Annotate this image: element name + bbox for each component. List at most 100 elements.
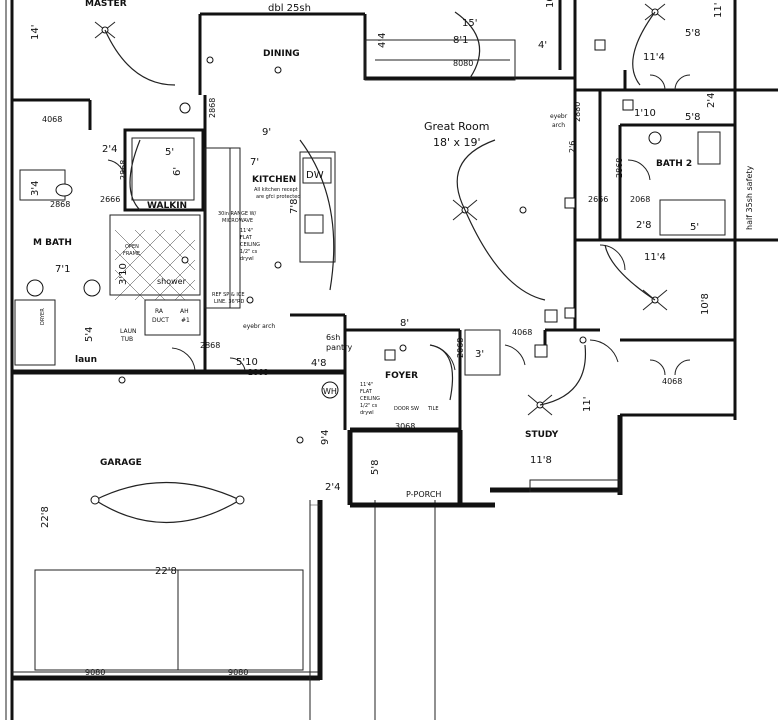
room-p-porch: P-PORCH xyxy=(406,490,441,499)
dim-2-4b: 2'4 xyxy=(102,144,117,155)
note-ref-2: LINE. 36"RD xyxy=(214,299,244,305)
dim-2-6: 2'6 xyxy=(568,141,577,153)
room-labels: MASTER DINING KITCHEN All kitchen recept… xyxy=(33,0,692,499)
note-foyer-ceiling-5: drywl xyxy=(360,410,374,416)
kitchen-note-2: are gfci protected xyxy=(256,194,301,200)
dim-14: 14' xyxy=(30,25,41,40)
dim-4-8: 4'8 xyxy=(311,358,326,369)
dim-11-4b: 11'4 xyxy=(644,252,666,263)
dim-5-4: 5'4 xyxy=(84,327,95,342)
dim-5-bath2: 5' xyxy=(690,222,699,233)
dim-2868-kitchen: 2868 xyxy=(200,341,220,350)
dimension-labels: 14' dbl 25sh 10' 11' 15' 4'4 8'1 4' 8080… xyxy=(30,0,724,677)
room-bath2: BATH 2 xyxy=(656,159,692,169)
note-ceiling-2: FLAT xyxy=(240,235,253,241)
dim-3: 3' xyxy=(475,349,484,360)
note-arch-1: arch xyxy=(552,122,565,129)
dim-2666a: 2666 xyxy=(100,195,120,204)
dim-2068: 2068 xyxy=(456,338,465,358)
room-m-bath: M BATH xyxy=(33,238,72,248)
note-tile: TILE xyxy=(427,406,438,412)
note-foyer-ceiling-4: 1/2" cs xyxy=(360,403,378,409)
kitchen-note-1: All kitchen recept xyxy=(254,187,298,193)
note-ceiling-5: drywl xyxy=(240,256,254,262)
dim-2868a: 2868 xyxy=(208,98,217,118)
note-half-35sh-safety: half 35sh safety xyxy=(745,166,754,230)
dim-22-8-horizontal: 22'8 xyxy=(155,566,177,577)
dim-3-4: 3'4 xyxy=(30,181,41,196)
notes: eyebr arch eyebr arch half 35sh safety 1… xyxy=(40,113,754,416)
door-swings xyxy=(107,74,691,376)
fixtures xyxy=(26,39,662,505)
room-shower: shower xyxy=(157,277,187,286)
room-laun: laun xyxy=(75,355,97,365)
note-open: OPEN xyxy=(125,244,139,250)
dim-9080b: 9080 xyxy=(228,668,248,677)
dim-11-top: 11' xyxy=(713,3,724,18)
dim-15: 15' xyxy=(462,18,477,29)
room-dining: DINING xyxy=(263,49,300,59)
dim-4: 4' xyxy=(538,40,547,51)
dim-1-10: 1'10 xyxy=(634,108,656,119)
dim-8-1: 8'1 xyxy=(453,35,468,46)
dim-5-8b: 5'8 xyxy=(685,112,700,123)
dim-4-4: 4'4 xyxy=(377,33,388,48)
dim-8-mid: 8' xyxy=(400,318,409,329)
dim-22-8-vertical: 22'8 xyxy=(40,506,51,528)
room-wh: WH xyxy=(323,387,337,396)
note-ceiling-1: 11'4" xyxy=(240,228,253,234)
dim-5: 5' xyxy=(165,147,174,158)
shower-tile-hatch xyxy=(114,229,196,301)
dim-10-8: 10'8 xyxy=(700,293,711,315)
dim-2666-bath2: 2666 xyxy=(588,195,608,204)
dim-6: 6' xyxy=(172,167,183,176)
dim-5-8a: 5'8 xyxy=(685,28,700,39)
note-eyebr-1: eyebr xyxy=(550,113,568,120)
dim-dbl-25sh: dbl 25sh xyxy=(268,3,311,14)
note-ah-2: #1 xyxy=(181,317,190,324)
dim-4068-study: 4068 xyxy=(662,377,682,386)
dim-9080a: 9080 xyxy=(85,668,105,677)
dim-7-8: 7'8 xyxy=(289,199,300,214)
note-foyer-ceiling-1: 11'4" xyxy=(360,382,373,388)
note-frame: FRAME xyxy=(123,251,140,257)
dim-2068-bath2: 2068 xyxy=(630,195,650,204)
dim-8080-top: 8080 xyxy=(453,59,473,68)
wiring xyxy=(94,11,656,523)
room-study: STUDY xyxy=(525,430,559,440)
dim-10-top: 10' xyxy=(545,0,556,8)
room-garage: GARAGE xyxy=(100,458,142,468)
note-door-sw: DOOR SW xyxy=(394,406,419,412)
dim-9-4: 9'4 xyxy=(320,430,331,445)
note-duct: DUCT xyxy=(152,317,169,324)
dim-7: 7' xyxy=(250,157,259,168)
dim-4068-left: 4068 xyxy=(42,115,62,124)
note-dryer: DRYER xyxy=(40,308,46,325)
note-range: 30in RANGE W/ xyxy=(218,211,257,217)
dim-2868c: 2868 xyxy=(119,160,128,180)
dim-2868b: 2868 xyxy=(50,200,70,209)
dim-2868-laundry: 2868 xyxy=(248,368,268,377)
note-ref: REF SP & ICE xyxy=(212,292,245,298)
room-pantry-2: pantry xyxy=(326,343,352,352)
note-laun: LAUN xyxy=(120,328,136,335)
note-ceiling-3: CEILING xyxy=(240,242,260,248)
note-ra: RA xyxy=(155,308,164,315)
room-walkin: WALKIN xyxy=(147,201,187,211)
note-range-2: MICROWAVE xyxy=(222,218,253,224)
room-master: MASTER xyxy=(85,0,127,9)
note-tub: TUB xyxy=(120,336,133,343)
dim-11-8: 11'8 xyxy=(530,455,552,466)
note-ah: AH xyxy=(180,308,189,315)
dim-9: 9' xyxy=(262,127,271,138)
note-eyebr-arch-2: eyebr arch xyxy=(243,323,275,330)
room-great-room: Great Room xyxy=(424,120,489,133)
note-foyer-ceiling-3: CEILING xyxy=(360,396,380,402)
note-ceiling-4: 1/2" cs xyxy=(240,249,258,255)
dim-11-4a: 11'4 xyxy=(643,52,665,63)
room-pantry-1: 6sh xyxy=(326,333,340,342)
dim-7-1: 7'1 xyxy=(55,264,70,275)
dim-11-study: 11' xyxy=(582,397,593,412)
dim-2880: 2880 xyxy=(573,102,582,122)
